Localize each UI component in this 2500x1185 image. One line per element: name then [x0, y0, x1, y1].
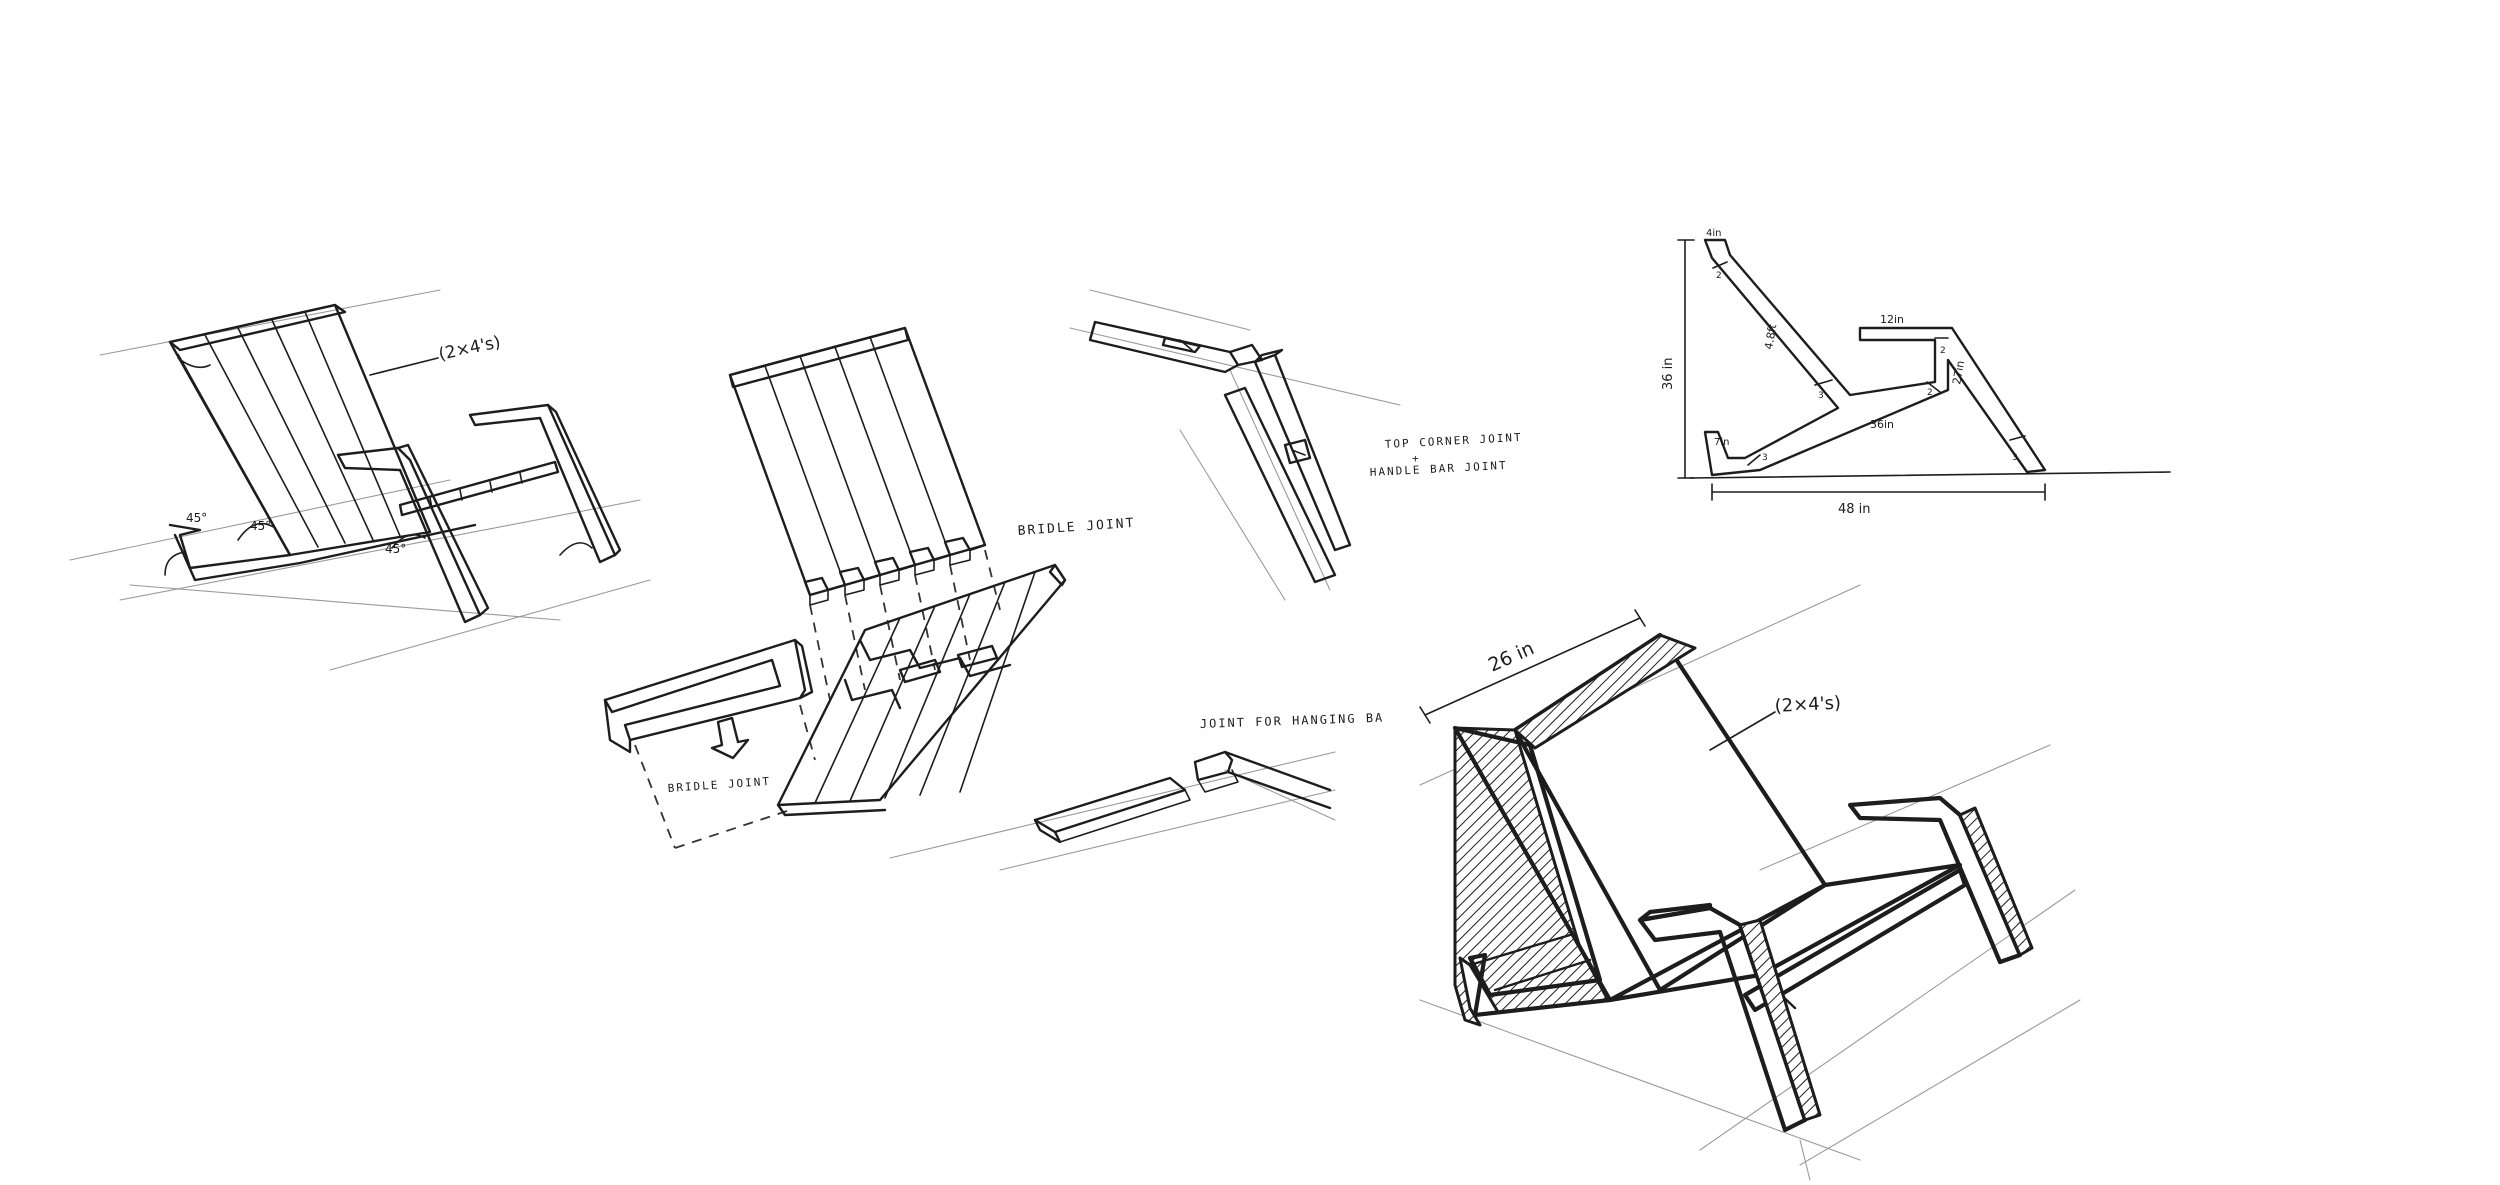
member-1: 2	[1716, 271, 1722, 281]
large-chair-rendering: 26 in (2×4's)	[1419, 584, 2081, 1181]
chair-seat-rail	[398, 460, 560, 517]
width-label-26: 26 in	[1485, 637, 1537, 676]
dim-foot: 7in	[1714, 437, 1729, 448]
chair-front-frame	[336, 443, 490, 624]
dim-total-width: 48 in	[1838, 502, 1871, 517]
width-dimension-26	[1424, 617, 1641, 716]
down-arrow	[710, 716, 750, 760]
chair-side-frame-back	[168, 353, 477, 582]
lumber-label-large: (2×4's)	[1774, 693, 1841, 717]
hanging-bar-joint-label: JOINT FOR HANGING BA	[1200, 711, 1385, 731]
member-3: 3	[1818, 391, 1824, 401]
back-panel-top	[728, 326, 987, 606]
large-front-arm	[1637, 902, 1822, 1133]
dim-seat: 36in	[1870, 418, 1894, 431]
large-rear-arm	[1847, 795, 2034, 965]
profile-outline	[1703, 238, 2047, 477]
exploded-dashed-lines	[634, 549, 1001, 849]
top-corner-joint-sketch: TOP CORNER JOINT + HANDLE BAR JOINT	[1069, 289, 1523, 601]
handle-bar-joint-label: HANDLE BAR JOINT	[1369, 459, 1507, 479]
angle-label-2: 45°	[250, 519, 271, 533]
lumber-label-small: (2×4's)	[437, 332, 502, 365]
member-5: 3	[1762, 453, 1768, 463]
member-2: 2	[1940, 346, 1946, 356]
dim-top: 4in	[1706, 228, 1721, 239]
construction-guides	[69, 289, 651, 671]
ground-line	[1689, 471, 2171, 479]
large-side-frame	[1452, 725, 1613, 1027]
member-6: 3	[2012, 453, 2018, 463]
angle-label-1: 45°	[186, 511, 207, 525]
chair-backrest	[168, 303, 432, 557]
bridle-joint-exploded-sketch: BRIDLE JOINT BRIDLE JOINT	[603, 326, 1136, 849]
member-4: 2	[1927, 388, 1933, 398]
top-corner-joint-label: TOP CORNER JOINT	[1384, 431, 1522, 451]
side-profile-drawing: 4in 36 in 4.8ft 12in 27in 36in 7in 48 in…	[1661, 228, 2171, 517]
dim-diagonal: 4.8ft	[1762, 322, 1779, 350]
corner-guides	[1069, 289, 1401, 601]
angle-label-3: 45°	[385, 542, 406, 556]
bridle-joint-label-bottom: BRIDLE JOINT	[667, 775, 771, 795]
angle-arcs	[164, 357, 593, 576]
bridle-joint-label-top: BRIDLE JOINT	[1017, 516, 1136, 539]
corner-vertical-bar	[1223, 348, 1352, 584]
small-chair-sketch: (2×4's) 45° 45° 45°	[69, 289, 651, 671]
dim-height: 36 in	[1661, 357, 1676, 390]
plus-label: +	[1412, 452, 1421, 465]
dim-arm-drop: 27in	[1950, 360, 1967, 386]
seat-panel-bottom	[776, 563, 1067, 817]
corner-horizontal-bar	[1088, 320, 1264, 374]
lumber-leader	[1709, 711, 1776, 751]
chair-rear-arm	[468, 403, 622, 564]
armrest-piece	[603, 638, 814, 754]
hanging-bar-joint-sketch: JOINT FOR HANGING BA	[889, 711, 1385, 871]
dim-arm: 12in	[1880, 313, 1904, 326]
